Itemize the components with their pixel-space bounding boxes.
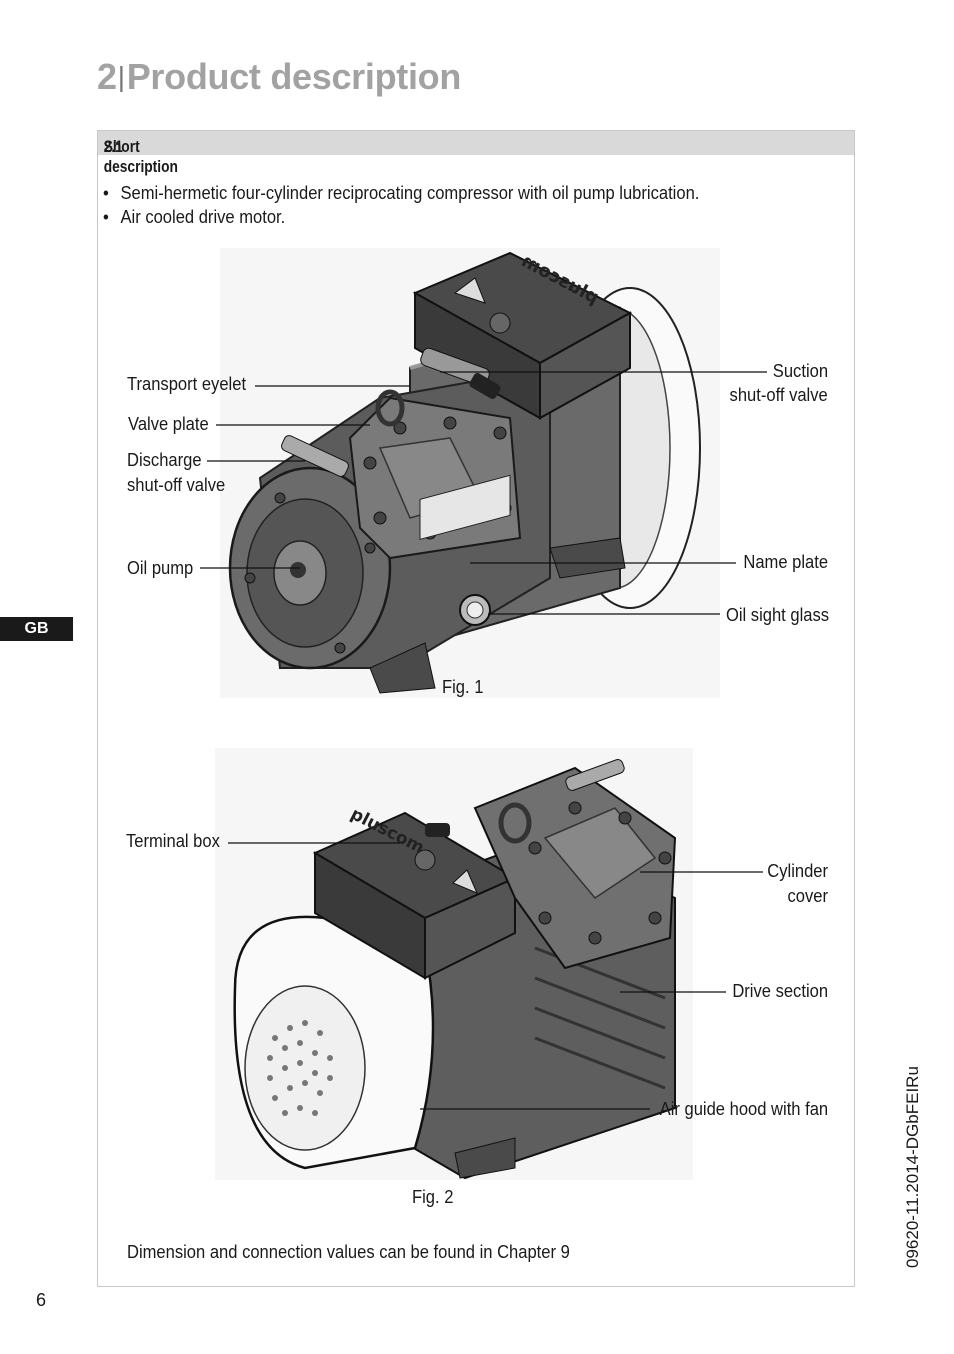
label-cylinder-line1: Cylinder <box>767 861 828 881</box>
label-drive-section: Drive section <box>732 981 828 1001</box>
figure-1-caption: Fig. 1 <box>442 677 484 697</box>
language-tab: GB <box>0 617 73 641</box>
section-heading: 2.1 Short description <box>98 131 854 176</box>
page-number: 6 <box>36 1290 47 1310</box>
label-valve-plate: Valve plate <box>128 414 209 434</box>
content-box: 2.1 Short description •Semi-hermetic fou… <box>97 130 855 1287</box>
chapter-title: 2|Product description <box>97 56 462 97</box>
label-terminal-box: Terminal box <box>126 831 220 851</box>
label-oil-sight-glass: Oil sight glass <box>725 605 829 625</box>
figure-2-compressor-illustration: pluscom <box>215 748 693 1180</box>
label-suction-line2: shut-off valve <box>729 385 828 405</box>
label-name-plate: Name plate <box>743 552 828 572</box>
bullet-item: •Air cooled drive motor. <box>103 207 286 227</box>
figure-1-compressor-illustration: pluscom <box>220 248 720 698</box>
bullet-item: •Semi-hermetic four-cylinder reciprocati… <box>103 183 700 203</box>
label-oil-pump: Oil pump <box>127 558 194 578</box>
figure-2-caption: Fig. 2 <box>412 1187 454 1207</box>
label-discharge-line2: shut-off valve <box>127 475 226 495</box>
label-cylinder-line2: cover <box>787 886 828 906</box>
label-transport-eyelet: Transport eyelet <box>127 374 247 394</box>
document-code: 09620-11.2014-DGbFEIRu <box>903 1066 922 1268</box>
label-suction-line1: Suction <box>772 361 828 381</box>
chapter-reference-note: Dimension and connection values can be f… <box>127 1242 570 1262</box>
label-discharge-line1: Discharge <box>127 450 202 470</box>
label-air-guide-hood: Air guide hood with fan <box>659 1099 828 1119</box>
